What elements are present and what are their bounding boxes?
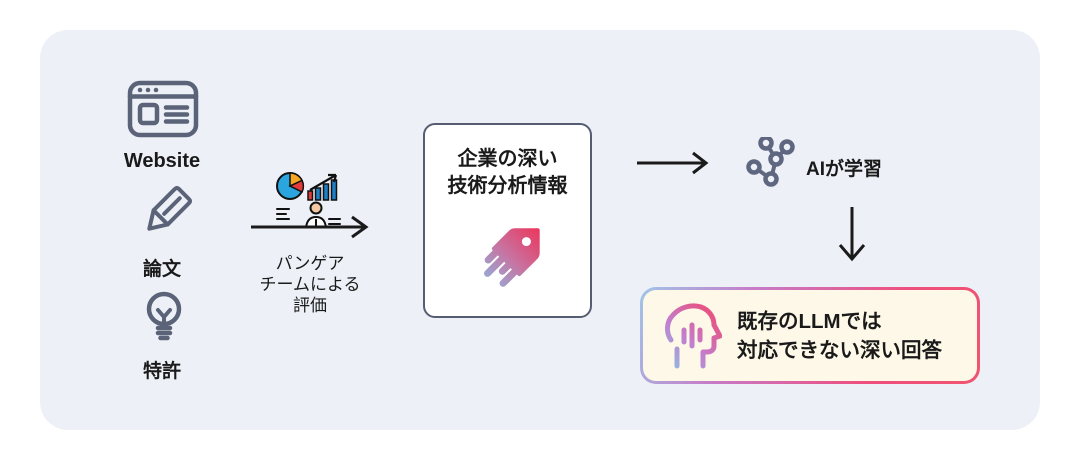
pen-icon	[147, 186, 192, 231]
arrow-right-icon	[637, 151, 709, 175]
evaluation-caption-line1: パンゲア	[275, 254, 345, 273]
answer-box-inner: 既存のLLMでは 対応できない深い回答	[643, 290, 977, 381]
analysis-title-line1: 企業の深い	[457, 148, 558, 170]
lightbulb-icon	[146, 291, 182, 341]
evaluation-caption-line2: チームによる	[259, 275, 361, 294]
papers-label: 論文	[142, 259, 181, 280]
evaluation-caption-line3: 評価	[293, 296, 327, 315]
arrow-down-icon	[838, 207, 866, 262]
patents-label: 特許	[142, 361, 181, 382]
evaluation-caption: パンゲア チームによる 評価	[230, 253, 390, 316]
diagram-card: Website 論文 特許	[40, 30, 1040, 430]
answer-box: 既存のLLMでは 対応できない深い回答	[640, 287, 980, 384]
ai-learning-label: AIが学習	[806, 159, 883, 180]
analysis-box: 企業の深い 技術分析情報	[423, 123, 592, 318]
website-label: Website	[123, 150, 201, 172]
analysis-title-line2: 技術分析情報	[447, 175, 568, 197]
browser-icon	[127, 80, 199, 138]
arrow-right-icon	[251, 215, 369, 239]
analytics-icon	[276, 172, 341, 228]
tag-icon	[483, 228, 540, 287]
answer-text-line1: 既存のLLMでは	[737, 309, 882, 333]
network-icon	[746, 137, 795, 187]
analysis-box-title: 企業の深い 技術分析情報	[425, 146, 590, 200]
answer-text: 既存のLLMでは 対応できない深い回答	[737, 307, 942, 365]
head-profile-icon	[665, 302, 722, 368]
answer-text-line2: 対応できない深い回答	[737, 338, 942, 362]
